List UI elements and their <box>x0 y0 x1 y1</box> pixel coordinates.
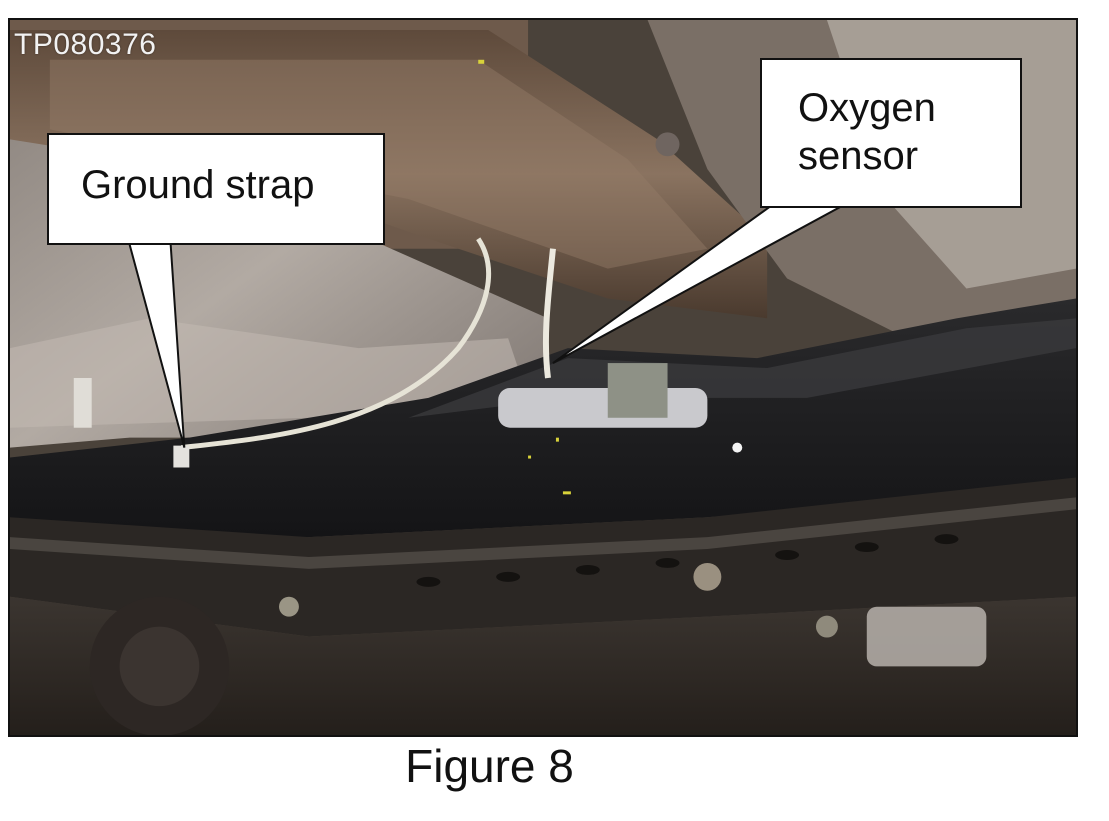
heat-shield-fold <box>10 318 529 428</box>
photo-frame: TP080376 Ground strap Oxygen sensor <box>8 18 1078 737</box>
oxygen-sensor-label: Oxygen sensor <box>798 86 936 178</box>
bolt <box>278 596 299 617</box>
subframe-holes <box>416 534 959 587</box>
lower-silver <box>866 606 987 667</box>
ground-strap-wire <box>181 237 492 451</box>
white-speck <box>732 442 743 453</box>
paint-specks <box>478 59 571 495</box>
ground-strap-label: Ground strap <box>81 163 315 207</box>
figure-caption: Figure 8 <box>405 740 574 792</box>
ground-strap-callout: Ground strap <box>47 133 385 245</box>
silver-block <box>607 363 668 418</box>
image-id-watermark: TP080376 <box>14 28 157 61</box>
axle-boot-inner <box>119 626 200 707</box>
bolt <box>655 132 680 157</box>
bolt <box>815 615 838 638</box>
bolt <box>693 562 722 591</box>
ground-strap-terminal <box>173 445 190 468</box>
lower-area <box>10 596 1076 735</box>
oxygen-sensor-wire <box>542 248 556 379</box>
silver-part <box>498 387 708 428</box>
exhaust-pipe <box>10 29 768 319</box>
wire-clip <box>73 377 92 428</box>
subframe-edge <box>10 497 1076 569</box>
oxygen-sensor-callout: Oxygen sensor <box>760 58 1022 208</box>
